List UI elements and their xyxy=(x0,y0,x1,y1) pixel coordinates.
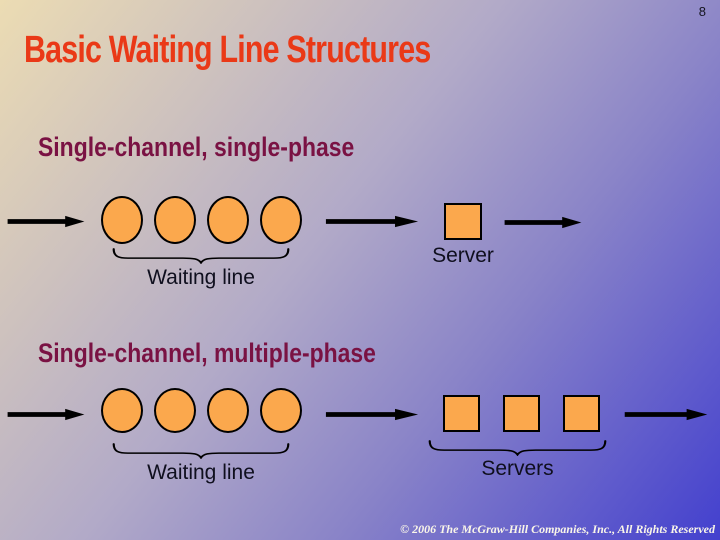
flow-arrow-to-server xyxy=(325,215,419,228)
server-square xyxy=(503,395,540,432)
section-1-heading: Single-channel, single-phase xyxy=(38,132,355,162)
flow-arrow-out xyxy=(504,216,582,229)
waiting-line-label: Waiting line xyxy=(147,461,255,484)
customer-circle xyxy=(260,388,302,433)
slide-title: Basic Waiting Line Structures xyxy=(24,29,431,71)
server-square xyxy=(444,203,482,240)
server-group xyxy=(443,395,600,432)
waiting-line-label: Waiting line xyxy=(147,266,255,289)
server-label: Server xyxy=(432,244,494,267)
customer-circle xyxy=(101,388,143,433)
flow-arrow-out xyxy=(624,408,708,421)
waiting-line-queue xyxy=(101,196,302,244)
waiting-line-queue xyxy=(101,388,302,433)
customer-circle xyxy=(260,196,302,244)
flow-arrow-in xyxy=(7,215,85,228)
server-square xyxy=(563,395,600,432)
server-square xyxy=(443,395,480,432)
waiting-line-brace xyxy=(112,248,290,264)
servers-brace xyxy=(428,440,607,456)
waiting-line-brace xyxy=(112,443,290,459)
customer-circle xyxy=(101,196,143,244)
section-2-heading: Single-channel, multiple-phase xyxy=(38,338,376,368)
flow-arrow-in xyxy=(7,408,85,421)
page-number: 8 xyxy=(698,4,706,19)
flow-arrow-to-servers xyxy=(325,408,419,421)
customer-circle xyxy=(207,196,249,244)
copyright-footer: © 2006 The McGraw-Hill Companies, Inc., … xyxy=(400,522,715,536)
customer-circle xyxy=(207,388,249,433)
customer-circle xyxy=(154,388,196,433)
servers-label: Servers xyxy=(481,457,554,480)
customer-circle xyxy=(154,196,196,244)
server-group xyxy=(444,203,482,240)
